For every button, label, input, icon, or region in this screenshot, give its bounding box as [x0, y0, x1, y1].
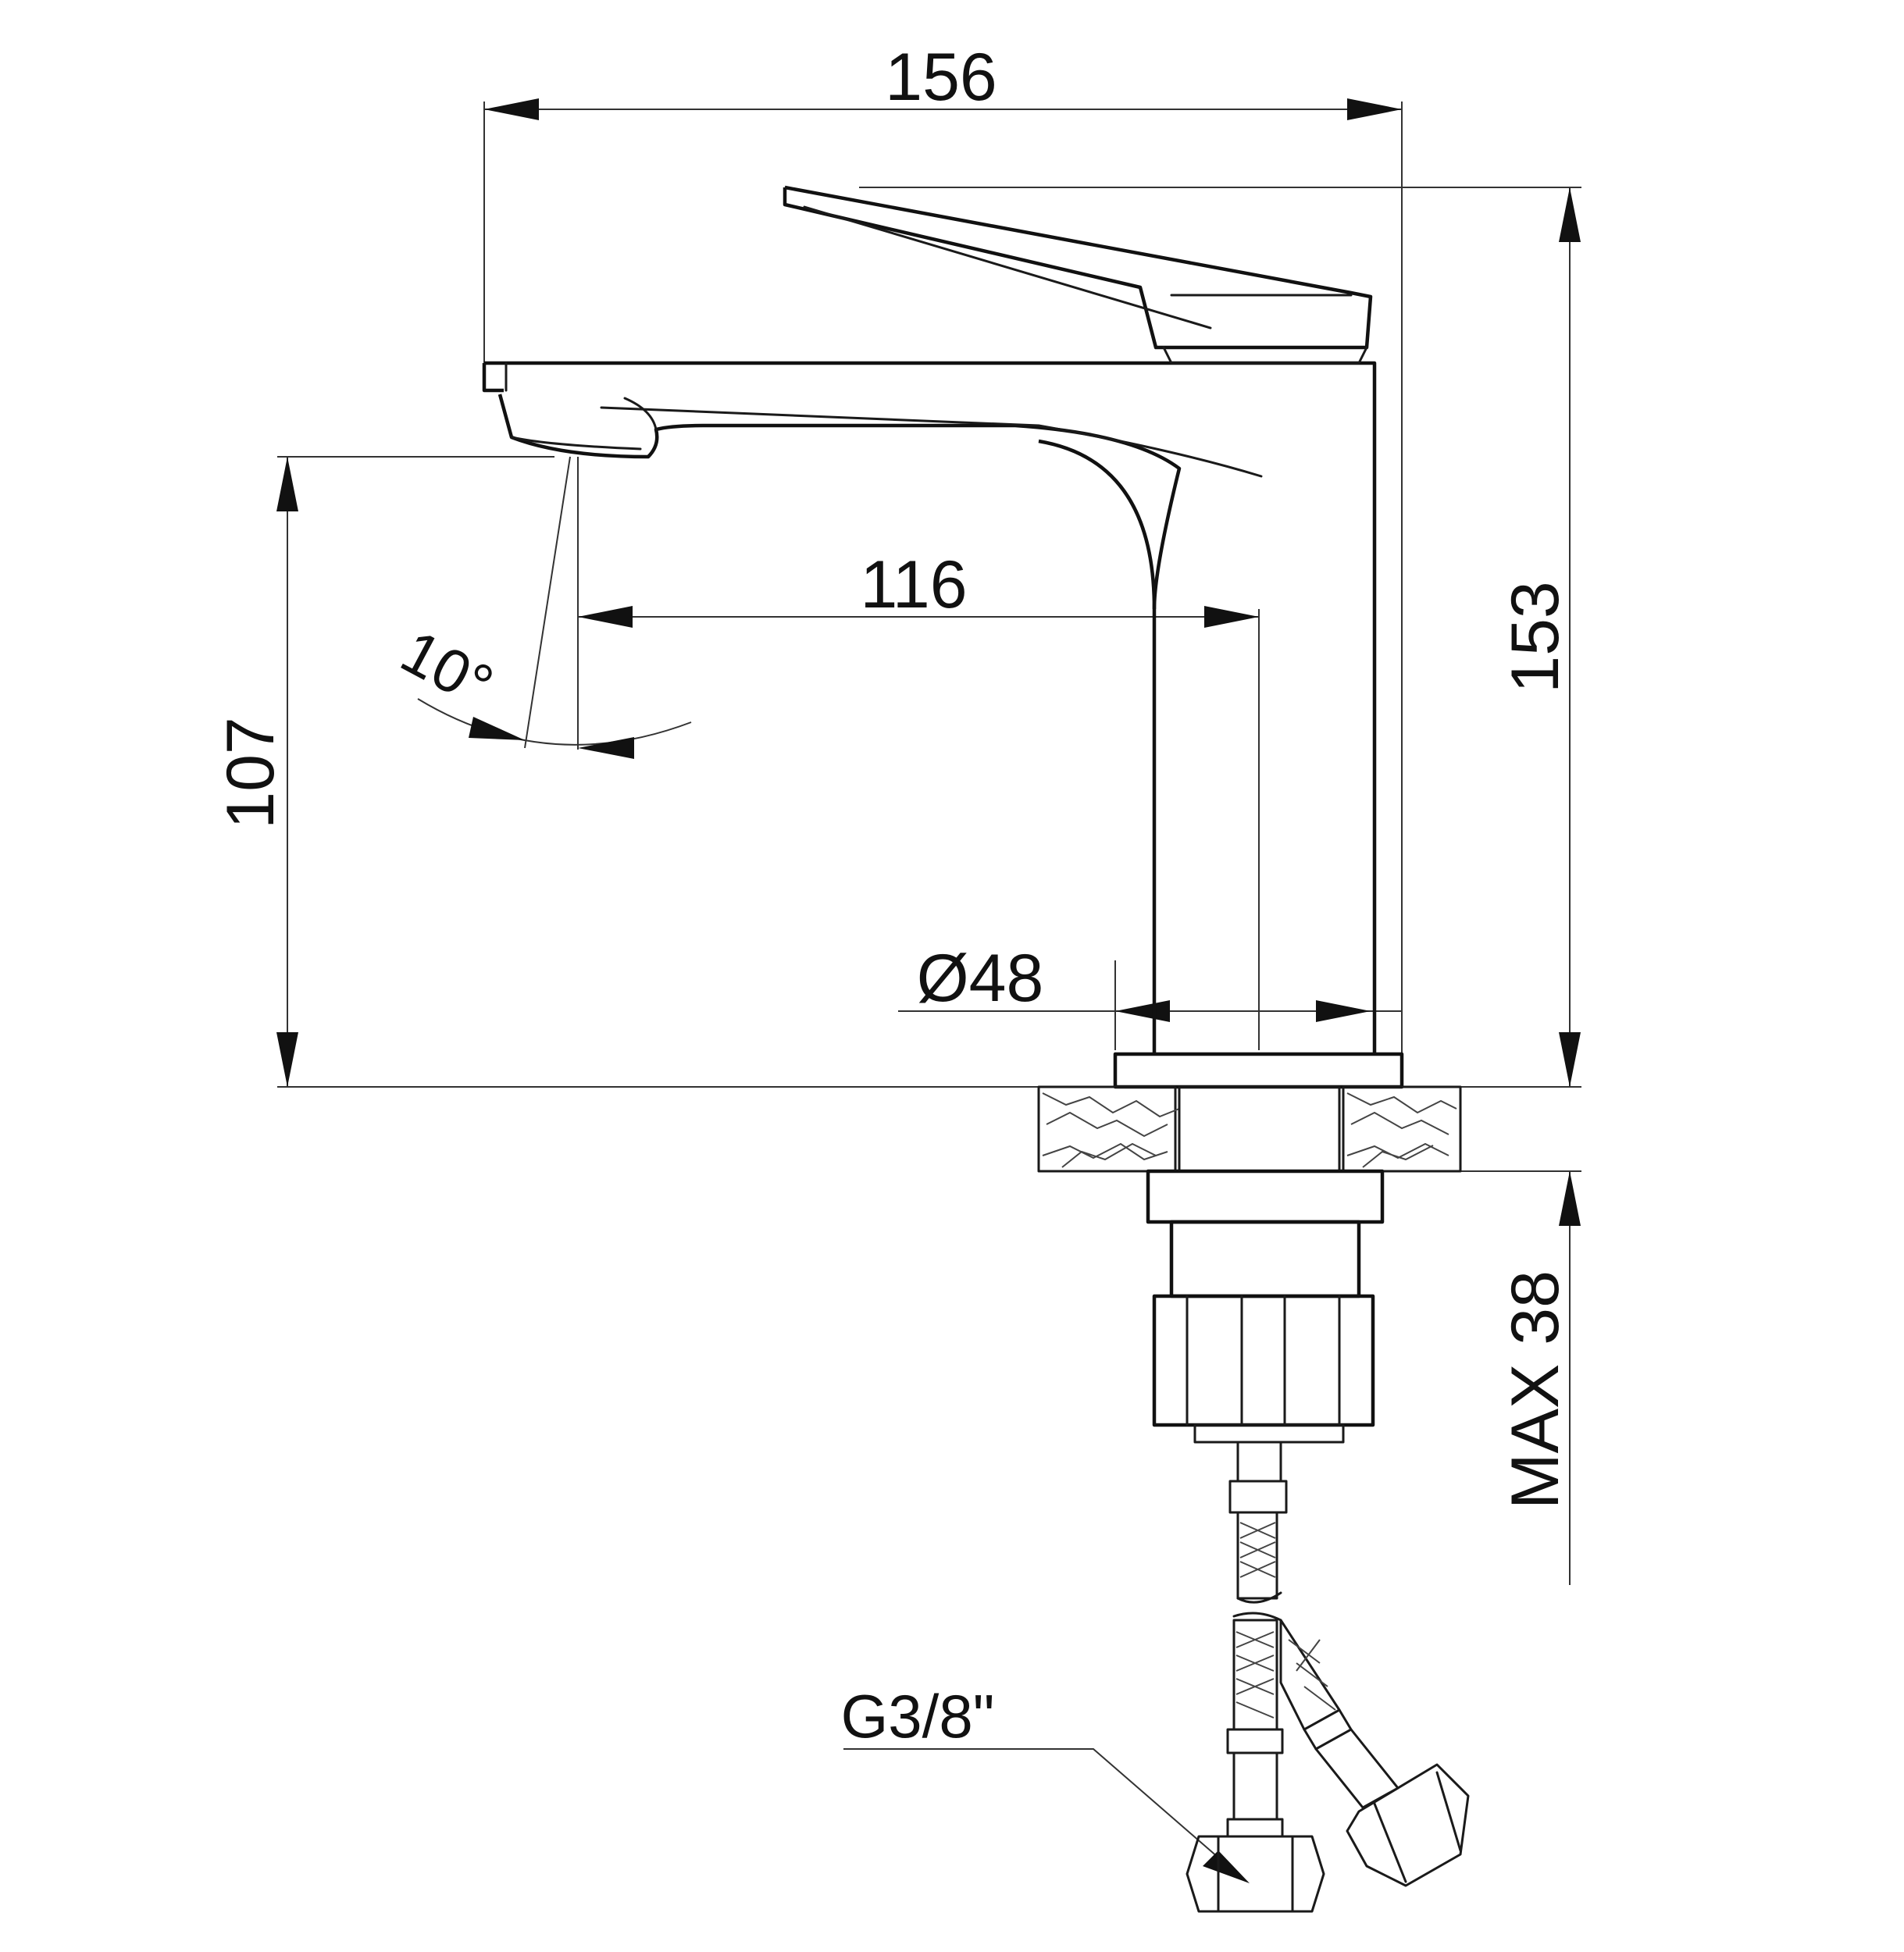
- dimension-max-thickness: MAX 38: [1498, 1171, 1581, 1585]
- label-overall-width: 156: [885, 40, 997, 115]
- label-spout-height: 107: [213, 717, 288, 829]
- countertop-section: [1037, 1085, 1462, 1173]
- label-overall-height: 153: [1498, 581, 1573, 693]
- dimension-spout-height: 107: [213, 457, 298, 1087]
- label-max-thickness: MAX 38: [1498, 1270, 1573, 1509]
- dimension-spout-reach: 116: [578, 547, 1259, 628]
- faucet-base: [1113, 1052, 1404, 1089]
- supply-hoses: [1186, 1441, 1470, 1913]
- faucet-body: [482, 185, 1377, 1054]
- dimension-spout-angle: 10°: [390, 456, 692, 759]
- label-spout-angle: 10°: [390, 617, 504, 721]
- dimension-overall-height: 153: [1498, 187, 1581, 1087]
- label-thread: G3/8": [841, 1682, 995, 1751]
- label-spout-reach: 116: [860, 547, 967, 622]
- mounting-hardware: [1146, 1169, 1385, 1444]
- thread-callout: G3/8": [841, 1682, 1250, 1883]
- dimension-overall-width: 156: [484, 40, 1402, 120]
- dimension-base-diameter: Ø48: [898, 941, 1402, 1022]
- label-base-diameter: Ø48: [917, 941, 1044, 1016]
